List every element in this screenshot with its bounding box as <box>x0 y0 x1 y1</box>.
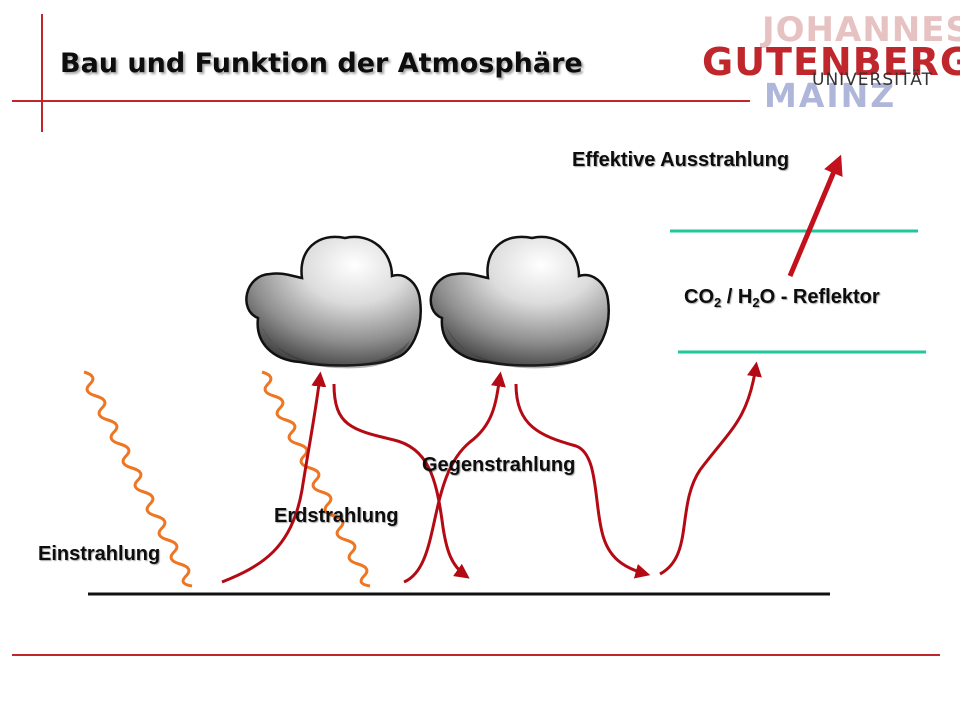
effective-radiation-arrow <box>787 154 843 277</box>
university-logo: JOHANNES GUTENBERG MAINZ UNIVERSITÄT <box>700 10 960 115</box>
logo-line-johannes: JOHANNES <box>762 10 960 50</box>
cloud-left <box>245 235 422 369</box>
counter-radiation-arrow-2 <box>514 383 651 579</box>
earth-radiation-arrow-3 <box>659 361 762 576</box>
reflector-co-subscript: 2 <box>714 295 722 310</box>
earth-radiation-label: Erdstrahlung <box>274 505 399 527</box>
logo-line-mainz: MAINZ <box>764 76 897 115</box>
incoming-wave-right <box>261 370 371 588</box>
cloud-right <box>429 235 610 369</box>
earth-radiation-arrow-1 <box>221 371 327 584</box>
reflector-label: CO2 / H2O - Reflektor <box>684 286 880 310</box>
counter-radiation-arrow-1 <box>332 383 470 579</box>
effective-radiation-label: Effektive Ausstrahlung <box>572 149 790 171</box>
logo-line-gutenberg: GUTENBERG <box>702 40 960 84</box>
counter-radiation-label: Gegenstrahlung <box>422 454 576 476</box>
logo-line-universitaet: UNIVERSITÄT <box>812 70 933 90</box>
reflector-end: O - Reflektor <box>759 286 880 308</box>
reflector-h-subscript: 2 <box>752 295 760 310</box>
reflector-co: CO <box>684 286 714 308</box>
reflector-mid: / H <box>721 286 753 308</box>
page-title: Bau und Funktion der Atmosphäre <box>60 48 583 79</box>
incoming-wave-left <box>83 370 193 588</box>
earth-radiation-arrow-2 <box>403 371 506 584</box>
incoming-radiation-label: Einstrahlung <box>38 543 161 565</box>
